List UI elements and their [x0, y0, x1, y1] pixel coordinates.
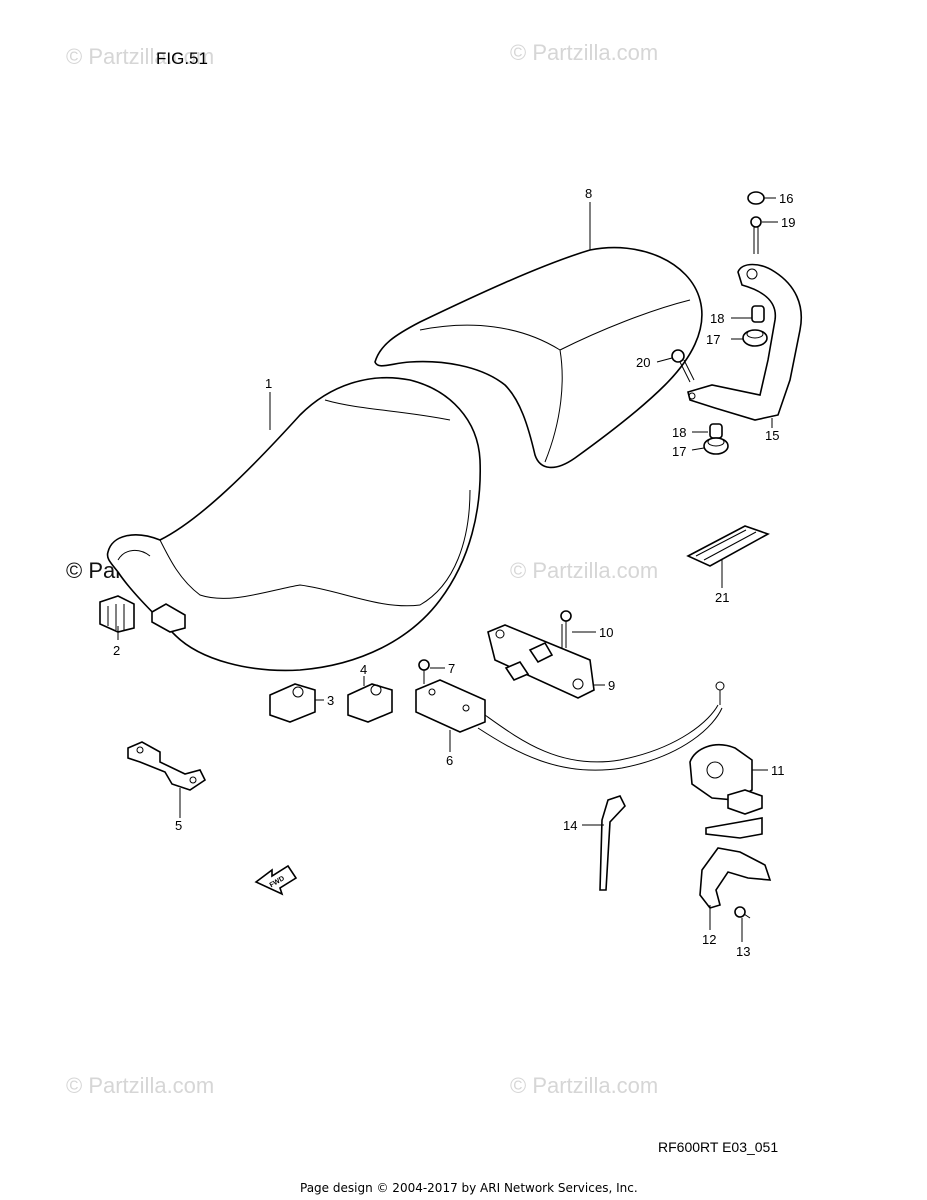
part-4-bracket: [347, 683, 393, 723]
watermark-bottom-left: © Partzilla.com: [66, 1073, 214, 1098]
part-20-bolt: [671, 349, 695, 383]
leader-lines: [117, 197, 778, 942]
part-16-cap: [747, 191, 765, 205]
part-14-rod: [599, 795, 626, 891]
part-15-grab-rail: [687, 263, 802, 421]
callout-18-lower: 18: [672, 425, 686, 440]
part-17-cushion-lower: [703, 437, 729, 455]
part-18-collar-lower: [709, 423, 723, 439]
callout-8: 8: [585, 186, 592, 201]
part-5-bracket: [127, 741, 207, 791]
callout-19: 19: [781, 215, 795, 230]
callout-4: 4: [360, 662, 367, 677]
part-18-collar-upper: [751, 305, 765, 323]
part-9-hinge: [487, 624, 595, 699]
callout-6: 6: [446, 753, 453, 768]
part-12-bracket: [699, 847, 772, 909]
watermark-bottom-right: © Partzilla.com: [510, 1073, 658, 1098]
callout-17-upper: 17: [706, 332, 720, 347]
callout-20: 20: [636, 355, 650, 370]
rear-seat-part-8: [374, 246, 703, 469]
part-2-cushion: [99, 595, 135, 633]
callout-5: 5: [175, 818, 182, 833]
callout-17-lower: 17: [672, 444, 686, 459]
part-3-bracket: [269, 683, 316, 723]
part-6-latch-and-cable: [415, 679, 725, 771]
callout-21: 21: [715, 590, 729, 605]
part-19-bolt: [750, 216, 762, 254]
part-21-pad: [686, 525, 770, 567]
part-13-bolt: [734, 906, 751, 919]
watermark-top-left: © Partzilla.com: [66, 44, 214, 69]
callout-13: 13: [736, 944, 750, 959]
fwd-arrow-icon: FWD: [254, 864, 298, 896]
footer-copyright: Page design © 2004-2017 by ARI Network S…: [300, 1181, 638, 1195]
callout-7: 7: [448, 661, 455, 676]
watermark-middle-right: © Partzilla.com: [510, 558, 658, 583]
callout-15: 15: [765, 428, 779, 443]
part-7-screw: [418, 659, 430, 684]
figure-title: FIG.51: [156, 49, 208, 68]
callout-2: 2: [113, 643, 120, 658]
callout-11: 11: [771, 763, 785, 778]
callout-1: 1: [265, 376, 272, 391]
figure-code: RF600RT E03_051: [658, 1139, 778, 1155]
front-seat-part-1: [106, 376, 482, 672]
callout-3: 3: [327, 693, 334, 708]
callout-16: 16: [779, 191, 793, 206]
callout-14: 14: [563, 818, 577, 833]
callout-9: 9: [608, 678, 615, 693]
callout-10: 10: [599, 625, 613, 640]
part-11-seat-lock: [689, 744, 763, 839]
callout-18-upper: 18: [710, 311, 724, 326]
part-10-bolt: [560, 610, 572, 648]
part-17-cushion-upper: [742, 329, 768, 347]
watermark-top-right: © Partzilla.com: [510, 40, 658, 65]
callout-12: 12: [702, 932, 716, 947]
